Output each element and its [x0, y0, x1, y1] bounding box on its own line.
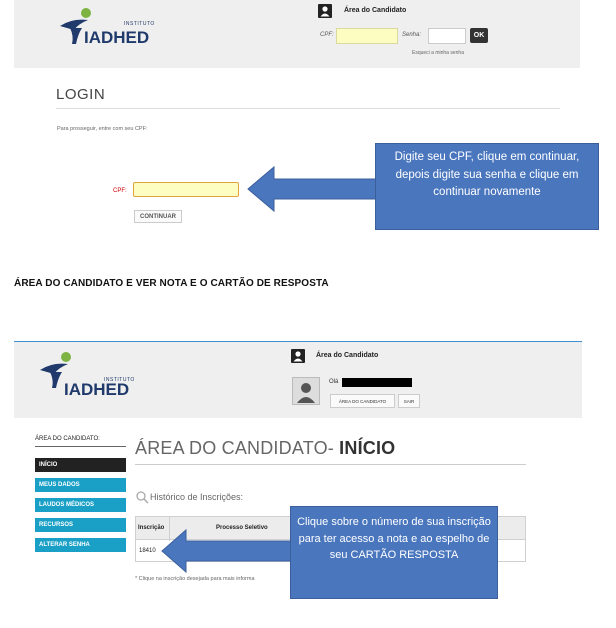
login-hint: Para prosseguir, entre com seu CPF:	[57, 126, 148, 132]
callout-login-instructions: Digite seu CPF, clique em continuar, dep…	[375, 143, 599, 230]
arrow-left-icon	[247, 165, 379, 213]
redacted-name	[342, 378, 412, 387]
page-title-prefix: ÁREA DO CANDIDATO-	[135, 438, 340, 458]
greeting-text: Olá	[329, 379, 339, 385]
registration-number-link[interactable]: 18410	[139, 548, 156, 554]
logo-institute-text: INSTITUTO	[104, 377, 135, 383]
forgot-password-link[interactable]: Esqueci a minha senha	[412, 50, 464, 56]
sidebar-title: ÁREA DO CANDIDATO:	[35, 436, 100, 442]
logo-name-text: IADHED	[64, 380, 130, 399]
logo-name-text: IADHED	[84, 28, 150, 47]
cpf-field-label: CPF:	[113, 188, 127, 194]
footnote: * Clique na inscrição desejada para mais…	[135, 576, 255, 582]
ok-button[interactable]: OK	[470, 28, 488, 43]
continue-button[interactable]: CONTINUAR	[134, 210, 182, 223]
area-candidate-button[interactable]: ÁREA DO CANDIDATO	[330, 394, 395, 408]
header-senha-input[interactable]	[428, 28, 466, 44]
column-divider	[169, 517, 170, 541]
avatar	[292, 377, 320, 405]
sidebar-divider	[35, 446, 126, 447]
login-header: INSTITUTO IADHED Área do Candidato CPF: …	[14, 0, 580, 68]
login-title: LOGIN	[56, 86, 106, 103]
cpf-field[interactable]	[133, 182, 239, 197]
login-divider	[56, 108, 560, 109]
sidebar-item-alterar-senha[interactable]: ALTERAR SENHA	[35, 538, 126, 552]
sidebar-item-recursos[interactable]: RECURSOS	[35, 518, 126, 532]
sidebar-item-inicio[interactable]: INÍCIO	[35, 458, 126, 472]
exit-button[interactable]: SAIR	[398, 394, 420, 408]
logo-institute-text: INSTITUTO	[124, 21, 155, 27]
header-cpf-input[interactable]	[336, 28, 398, 44]
section-heading: ÁREA DO CANDIDATO E VER NOTA E O CARTÃO …	[14, 278, 329, 289]
logo-bird-icon	[40, 352, 71, 388]
column-inscricao: Inscrição	[138, 525, 165, 531]
logo-bird-icon	[60, 8, 91, 44]
area-title: Área do Candidato	[344, 7, 407, 14]
area-title: Área do Candidato	[316, 352, 379, 359]
user-icon	[291, 349, 305, 363]
sidebar-item-laudos-medicos[interactable]: LAUDOS MÉDICOS	[35, 498, 126, 512]
arrow-left-icon	[161, 528, 293, 574]
user-icon	[318, 4, 332, 18]
sidebar-item-meus-dados[interactable]: MEUS DADOS	[35, 478, 126, 492]
header-top-border	[14, 341, 582, 342]
callout-registration-instructions: Clique sobre o número de sua inscrição p…	[290, 506, 498, 599]
iadhed-logo[interactable]: INSTITUTO IADHED	[38, 350, 148, 399]
page-title-bold: INÍCIO	[339, 438, 396, 458]
column-processo-seletivo: Processo Seletivo	[216, 525, 268, 531]
title-divider	[135, 464, 526, 465]
senha-label: Senha:	[402, 32, 422, 38]
iadhed-logo[interactable]: INSTITUTO IADHED	[58, 6, 168, 47]
cpf-label: CPF:	[320, 32, 334, 38]
history-label: Histórico de Inscrições:	[150, 492, 244, 502]
search-icon	[136, 491, 149, 504]
page-title: ÁREA DO CANDIDATO- INÍCIO	[135, 438, 395, 459]
